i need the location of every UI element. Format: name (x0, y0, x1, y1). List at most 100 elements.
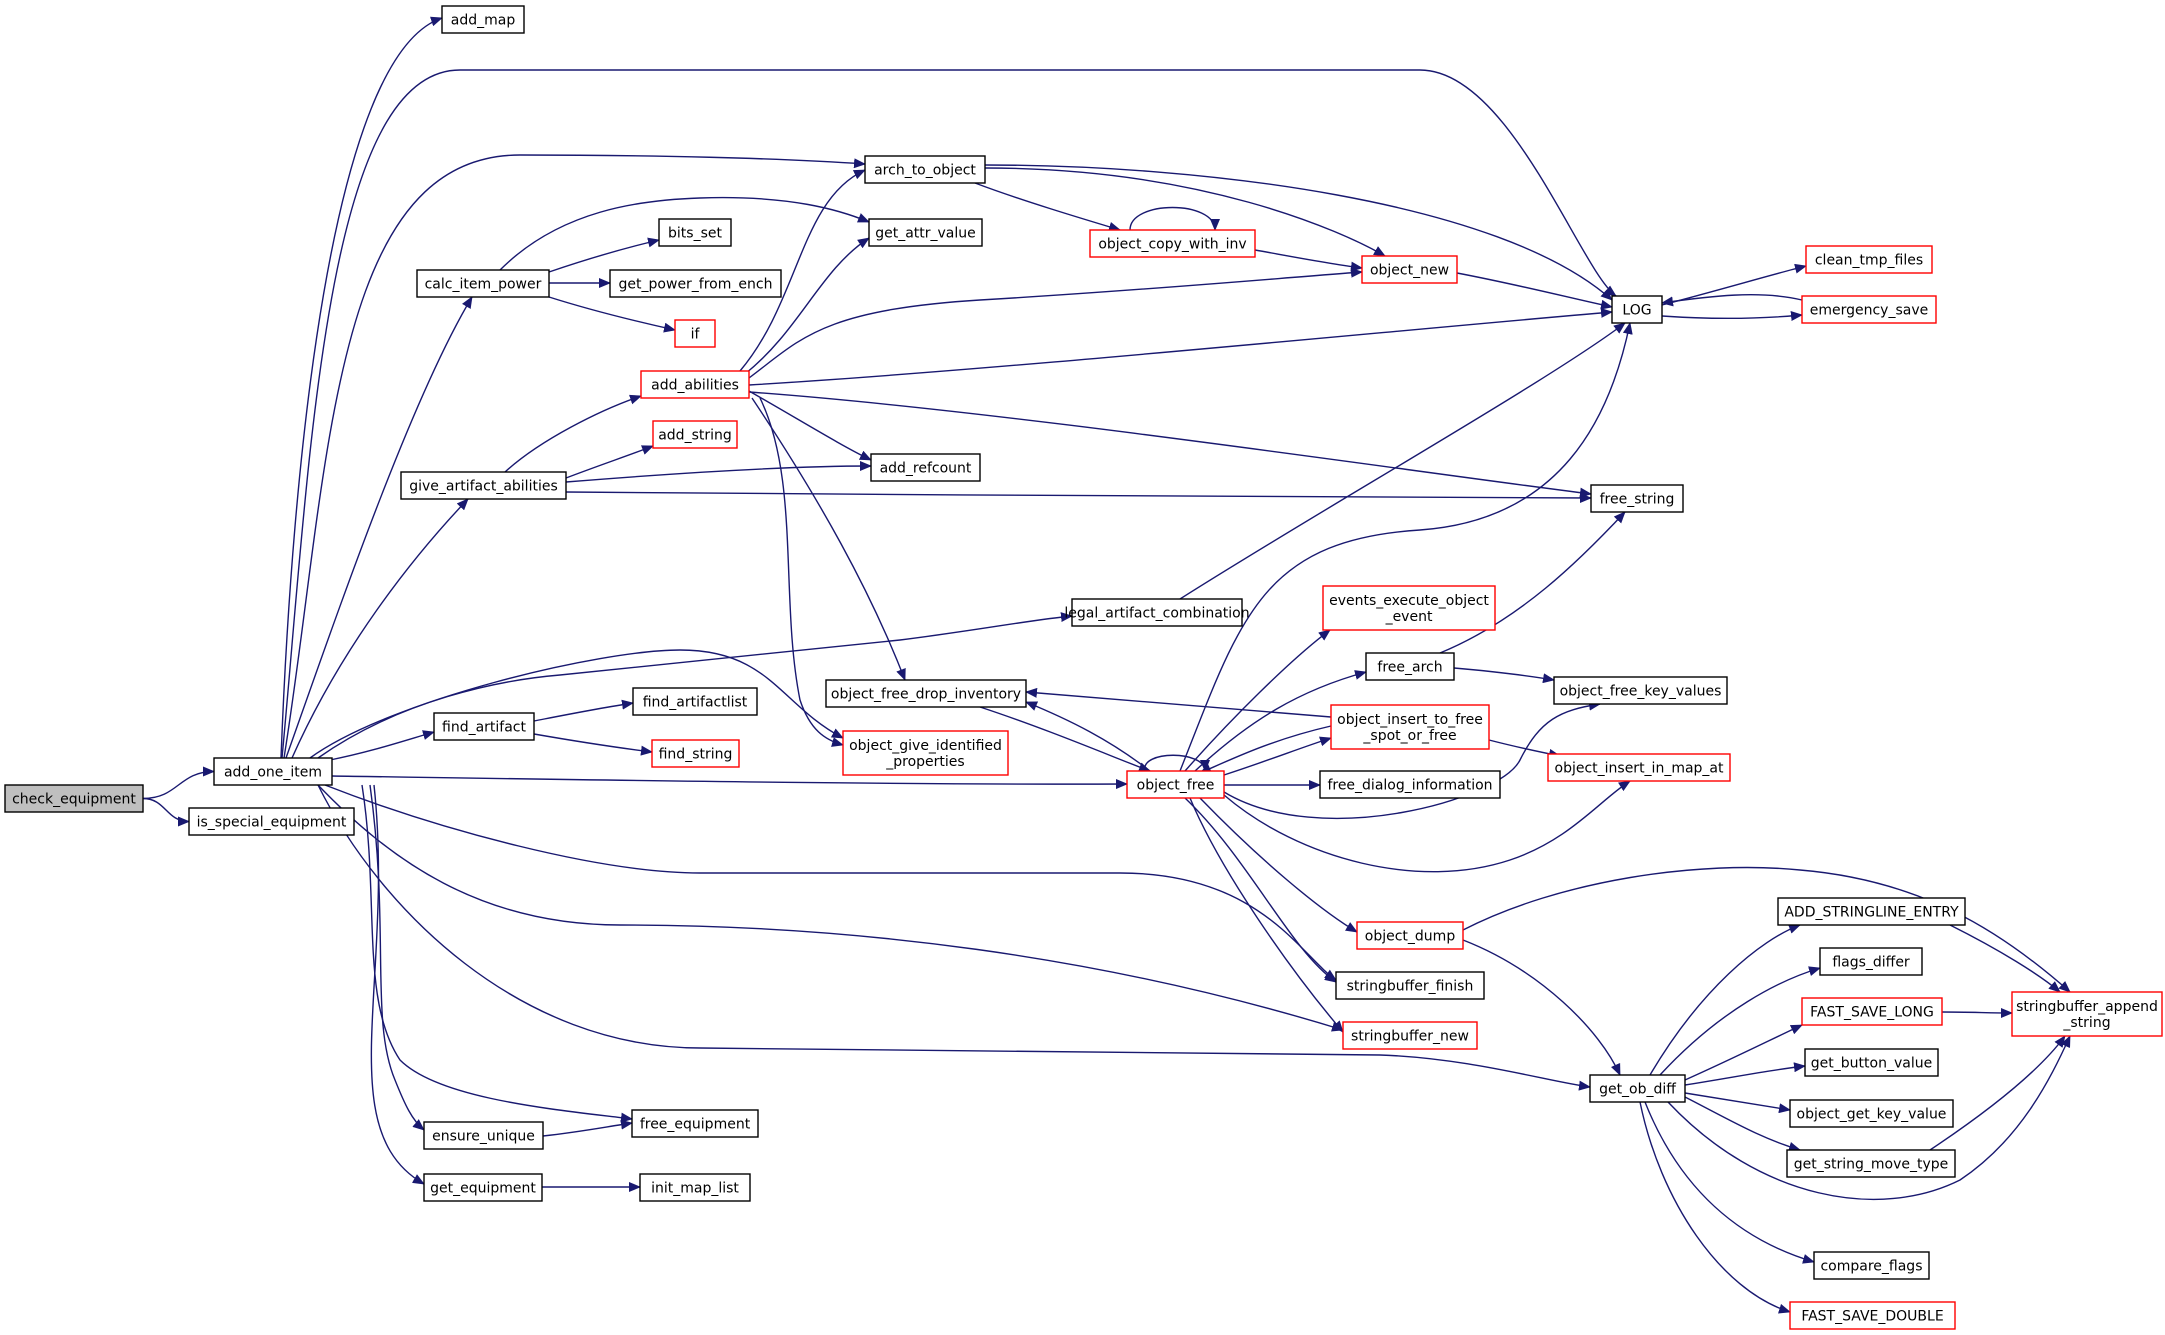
node-box[interactable] (1804, 1048, 1939, 1077)
node-get_button_value[interactable]: get_button_value (1804, 1048, 1939, 1077)
node-box[interactable] (1777, 897, 1966, 926)
node-object_free_key_values[interactable]: object_free_key_values (1553, 676, 1728, 705)
node-free_dialog_information[interactable]: free_dialog_information (1319, 770, 1501, 799)
node-box[interactable] (651, 739, 740, 768)
node-legal_artifact_combination[interactable]: legal_artifact_combination (1064, 598, 1250, 627)
node-add_string[interactable]: add_string (652, 420, 738, 449)
node-box[interactable] (188, 807, 355, 836)
node-box[interactable] (1789, 1099, 1954, 1128)
node-box[interactable] (1335, 971, 1485, 1000)
node-check_equipment[interactable]: check_equipment (4, 784, 144, 813)
node-compare_flags[interactable]: compare_flags (1813, 1251, 1930, 1280)
node-stringbuffer_append_string[interactable]: stringbuffer_append_string (2011, 991, 2163, 1037)
node-flags_differ[interactable]: flags_differ (1819, 947, 1923, 976)
node-box[interactable] (1319, 770, 1501, 799)
node-object_dump[interactable]: object_dump (1356, 921, 1464, 950)
node-box[interactable] (1361, 255, 1458, 284)
node-stringbuffer_finish[interactable]: stringbuffer_finish (1335, 971, 1485, 1000)
node-add_map[interactable]: add_map (441, 5, 525, 34)
node-box[interactable] (423, 1173, 543, 1202)
node-clean_tmp_files[interactable]: clean_tmp_files (1805, 245, 1933, 274)
node-box[interactable] (1590, 484, 1684, 513)
node-box[interactable] (868, 218, 983, 247)
node-emergency_save[interactable]: emergency_save (1801, 295, 1937, 324)
node-box[interactable] (1805, 245, 1933, 274)
node-box[interactable] (640, 370, 750, 399)
node-add_one_item[interactable]: add_one_item (213, 757, 333, 786)
node-free_arch[interactable]: free_arch (1365, 652, 1455, 681)
node-add_abilities[interactable]: add_abilities (640, 370, 750, 399)
node-box[interactable] (1547, 753, 1731, 782)
node-box[interactable] (1786, 1149, 1956, 1178)
node-box[interactable] (1801, 997, 1943, 1026)
node-box[interactable] (652, 420, 738, 449)
node-find_artifact[interactable]: find_artifact (433, 712, 535, 741)
node-box[interactable] (632, 687, 758, 716)
node-box[interactable] (1356, 921, 1464, 950)
node-stringbuffer_new[interactable]: stringbuffer_new (1342, 1021, 1478, 1050)
node-get_power_from_ench[interactable]: get_power_from_ench (609, 269, 782, 298)
node-object_free[interactable]: object_free (1126, 770, 1225, 799)
node-get_ob_diff[interactable]: get_ob_diff (1589, 1074, 1686, 1103)
node-give_artifact_abilities[interactable]: give_artifact_abilities (400, 471, 567, 500)
node-free_equipment[interactable]: free_equipment (631, 1109, 759, 1138)
node-find_artifactlist[interactable]: find_artifactlist (632, 687, 758, 716)
node-FAST_SAVE_DOUBLE[interactable]: FAST_SAVE_DOUBLE (1789, 1301, 1956, 1330)
node-box[interactable] (400, 471, 567, 500)
node-box[interactable] (1813, 1251, 1930, 1280)
node-box[interactable] (423, 1121, 544, 1150)
node-calc_item_power[interactable]: calc_item_power (416, 269, 550, 298)
node-box[interactable] (1611, 295, 1663, 324)
node-object_insert_to_free_spot_or_free[interactable]: object_insert_to_free_spot_or_free (1330, 704, 1490, 750)
node-arch_to_object[interactable]: arch_to_object (864, 155, 986, 184)
node-if[interactable]: if (674, 319, 716, 348)
node-box[interactable] (842, 730, 1009, 776)
node-object_new[interactable]: object_new (1361, 255, 1458, 284)
node-events_execute_object_event[interactable]: events_execute_object_event (1322, 585, 1496, 631)
node-box[interactable] (1330, 704, 1490, 750)
node-init_map_list[interactable]: init_map_list (639, 1173, 751, 1202)
node-LOG[interactable]: LOG (1611, 295, 1663, 324)
node-box[interactable] (213, 757, 333, 786)
node-get_attr_value[interactable]: get_attr_value (868, 218, 983, 247)
node-get_string_move_type[interactable]: get_string_move_type (1786, 1149, 1956, 1178)
node-box[interactable] (1589, 1074, 1686, 1103)
node-ADD_STRINGLINE_ENTRY[interactable]: ADD_STRINGLINE_ENTRY (1777, 897, 1966, 926)
node-box[interactable] (416, 269, 550, 298)
node-object_insert_in_map_at[interactable]: object_insert_in_map_at (1547, 753, 1731, 782)
node-box[interactable] (1322, 585, 1496, 631)
node-box[interactable] (1365, 652, 1455, 681)
node-box[interactable] (2011, 991, 2163, 1037)
node-box[interactable] (1089, 229, 1256, 258)
node-box[interactable] (674, 319, 716, 348)
node-box[interactable] (4, 784, 144, 813)
node-ensure_unique[interactable]: ensure_unique (423, 1121, 544, 1150)
node-box[interactable] (1126, 770, 1225, 799)
node-object_copy_with_inv[interactable]: object_copy_with_inv (1089, 229, 1256, 258)
node-bits_set[interactable]: bits_set (658, 218, 732, 247)
node-free_string[interactable]: free_string (1590, 484, 1684, 513)
node-box[interactable] (441, 5, 525, 34)
node-get_equipment[interactable]: get_equipment (423, 1173, 543, 1202)
node-add_refcount[interactable]: add_refcount (870, 453, 981, 482)
node-box[interactable] (1801, 295, 1937, 324)
node-box[interactable] (658, 218, 732, 247)
node-FAST_SAVE_LONG[interactable]: FAST_SAVE_LONG (1801, 997, 1943, 1026)
node-box[interactable] (639, 1173, 751, 1202)
node-box[interactable] (1071, 598, 1243, 627)
node-object_give_identified_properties[interactable]: object_give_identified_properties (842, 730, 1009, 776)
node-box[interactable] (609, 269, 782, 298)
node-is_special_equipment[interactable]: is_special_equipment (188, 807, 355, 836)
node-box[interactable] (1819, 947, 1923, 976)
node-box[interactable] (864, 155, 986, 184)
node-object_free_drop_inventory[interactable]: object_free_drop_inventory (825, 679, 1027, 708)
node-find_string[interactable]: find_string (651, 739, 740, 768)
node-box[interactable] (1553, 676, 1728, 705)
node-box[interactable] (631, 1109, 759, 1138)
node-box[interactable] (870, 453, 981, 482)
node-box[interactable] (433, 712, 535, 741)
node-box[interactable] (825, 679, 1027, 708)
node-box[interactable] (1342, 1021, 1478, 1050)
node-box[interactable] (1789, 1301, 1956, 1330)
node-object_get_key_value[interactable]: object_get_key_value (1789, 1099, 1954, 1128)
